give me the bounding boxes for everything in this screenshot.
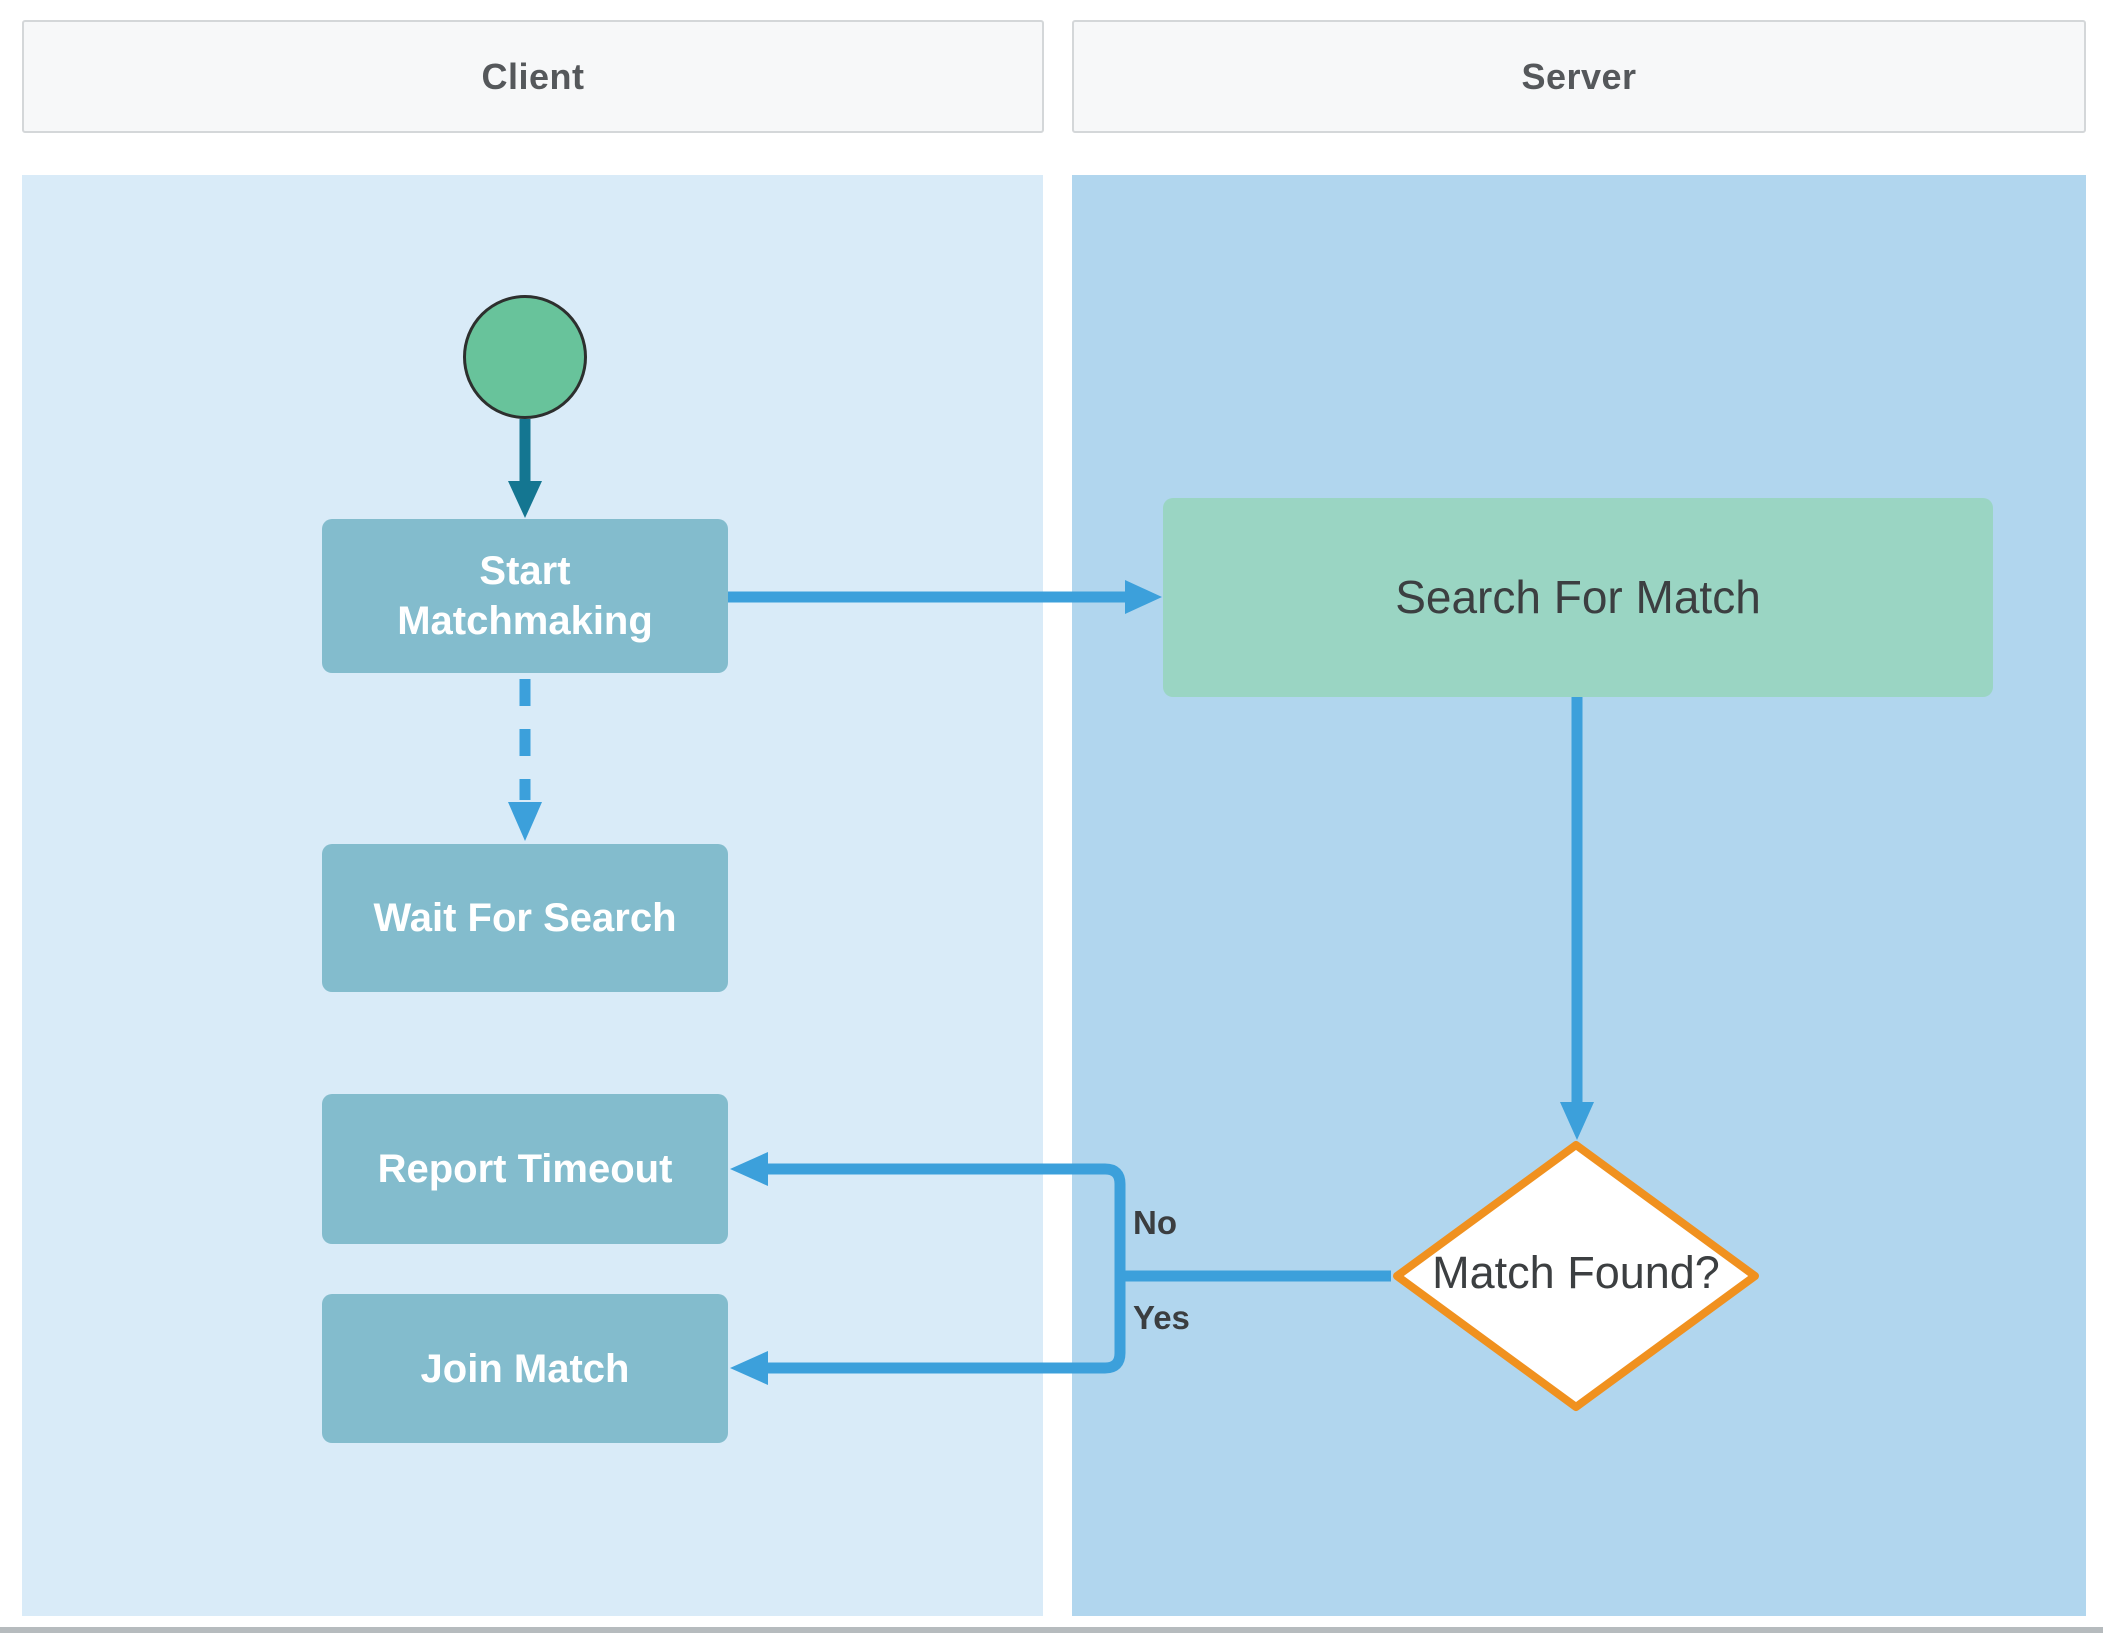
edge-label-yes: Yes — [1133, 1299, 1190, 1336]
node-search-for-match-label: Search For Match — [1395, 570, 1761, 623]
node-report-timeout-label: Report Timeout — [377, 1147, 673, 1191]
lane-header-server: Server — [1072, 20, 2086, 133]
bottom-divider — [0, 1627, 2103, 1633]
node-start-matchmaking-label: Start Matchmaking — [397, 549, 653, 643]
edge-label-no: No — [1133, 1204, 1177, 1241]
node-start-matchmaking[interactable]: Start Matchmaking — [322, 519, 728, 673]
lane-header-client: Client — [22, 20, 1044, 133]
node-join-match-label: Join Match — [420, 1346, 630, 1391]
lane-header-client-label: Client — [481, 55, 585, 97]
node-wait-for-search-label: Wait For Search — [373, 896, 677, 940]
node-search-for-match[interactable]: Search For Match — [1163, 498, 1993, 697]
node-join-match[interactable]: Join Match — [322, 1294, 728, 1443]
node-wait-for-search[interactable]: Wait For Search — [322, 844, 728, 992]
start-node-circle[interactable] — [463, 295, 587, 419]
lane-header-server-label: Server — [1521, 55, 1637, 97]
node-report-timeout[interactable]: Report Timeout — [322, 1094, 728, 1244]
node-match-found[interactable] — [1393, 1141, 1759, 1411]
